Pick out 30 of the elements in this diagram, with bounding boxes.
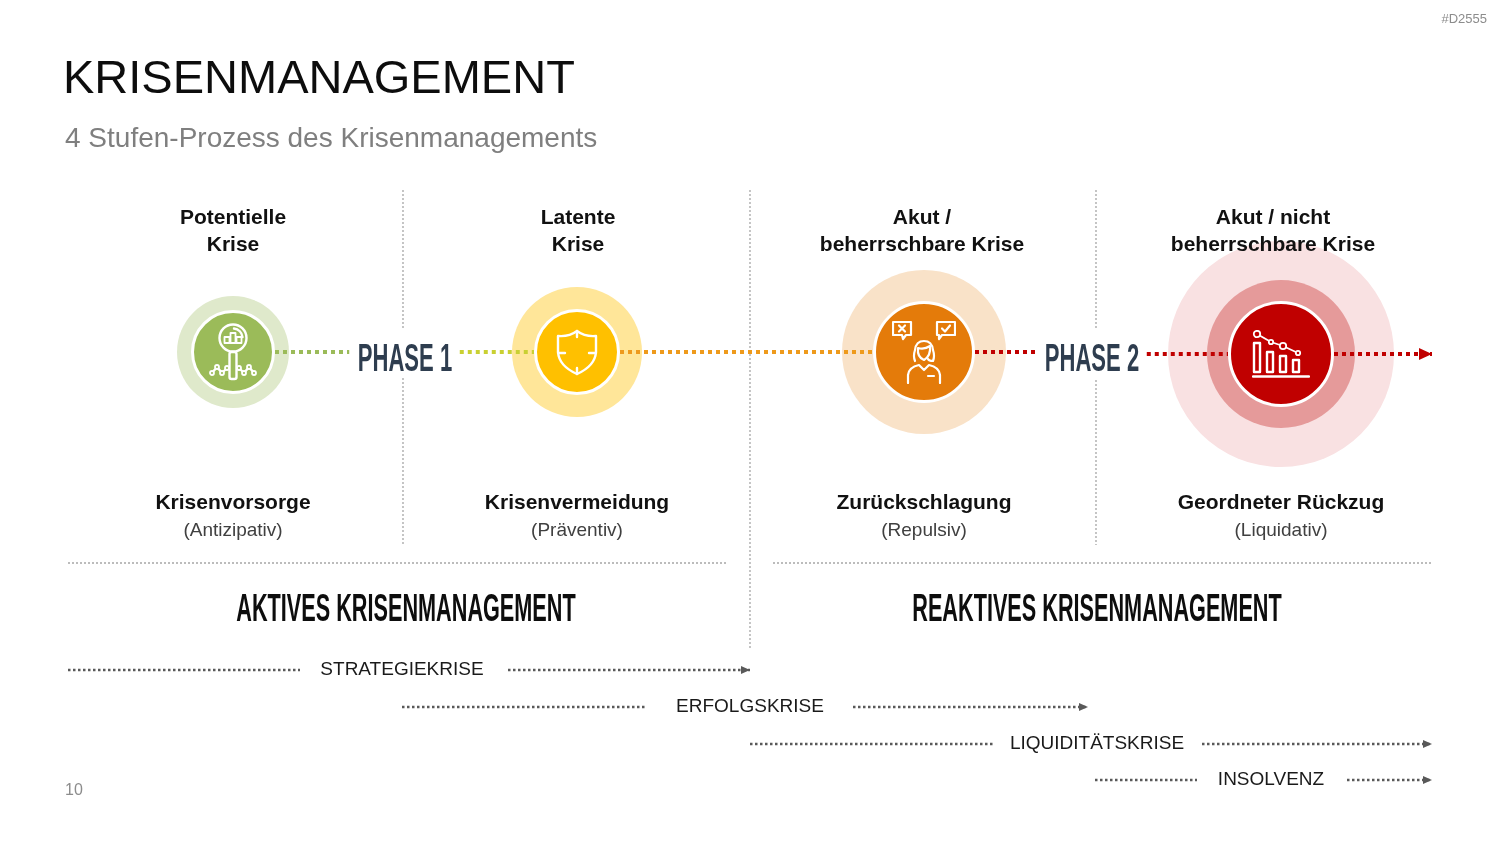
strategy-type: (Antizipativ)	[183, 518, 283, 542]
crisis-label: ERFOLGSKRISE	[676, 694, 824, 718]
dotted-line	[975, 350, 1037, 354]
dotted-line	[459, 350, 534, 354]
strategy-type: (Präventiv)	[531, 518, 623, 542]
section-heading: AKTIVES KRISENMANAGEMENT	[235, 589, 576, 627]
dotted-arrow	[1334, 348, 1432, 360]
strategy-type: (Liquidativ)	[1234, 518, 1328, 542]
slide-title: KRISENMANAGEMENT	[63, 50, 575, 104]
dotted-line	[1146, 352, 1228, 356]
stage-heading: Latente Krise	[539, 203, 617, 257]
strategy-name: Krisenvorsorge	[155, 489, 311, 515]
section-heading: REAKTIVES KRISENMANAGEMENT	[911, 589, 1282, 627]
dotted-line	[275, 350, 350, 354]
phase-label: PHASE 1	[349, 339, 460, 377]
crisis-label: INSOLVENZ	[1217, 767, 1325, 791]
strategy-name: Geordneter Rückzug	[1177, 489, 1385, 515]
slide-code: #D2555	[1441, 11, 1487, 27]
stage-heading: Akut / nicht beherrschbare Krise	[1169, 203, 1377, 257]
stage-heading: Akut / beherrschbare Krise	[818, 203, 1026, 257]
slide-subtitle: 4 Stufen-Prozess des Krisenmanagements	[65, 121, 598, 155]
stage-heading: Potentielle Krise	[178, 203, 288, 257]
dotted-line	[620, 350, 873, 354]
page-number: 10	[65, 780, 83, 800]
strategy-name: Zurückschlagung	[836, 489, 1012, 515]
strategy-type: (Repulsiv)	[881, 518, 967, 542]
phase-label: PHASE 2	[1036, 339, 1147, 377]
crisis-label: STRATEGIEKRISE	[320, 657, 484, 681]
strategy-name: Krisenvermeidung	[484, 489, 670, 515]
crisis-label: LIQUIDITÄTSKRISE	[1009, 731, 1185, 755]
